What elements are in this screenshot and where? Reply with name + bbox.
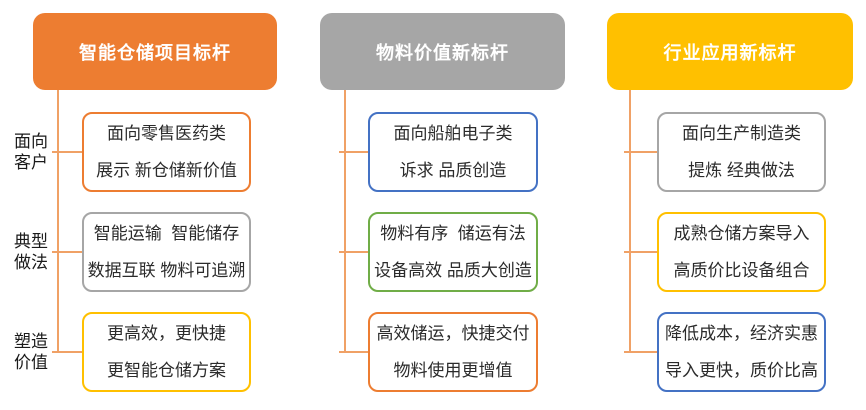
box-text-line: 降低成本，经济实惠 <box>665 324 818 343</box>
box-text-line: 提炼 经典做法 <box>688 161 795 180</box>
connector-branch-col2-row2 <box>339 251 368 253</box>
row-label-value-shaping: 塑造价值 <box>14 332 48 372</box>
box-text-line: 展示 新仓储新价值 <box>96 161 237 180</box>
header-industry-application-benchmark: 行业应用新标杆 <box>607 13 853 90</box>
box-col2-customer-facing: 面向船舶电子类 诉求 品质创造 <box>368 112 538 192</box>
box-text-line: 面向生产制造类 <box>682 124 801 143</box>
connector-vertical-col3 <box>629 89 631 352</box>
box-text-line: 高质价比设备组合 <box>673 261 810 280</box>
connector-branch-col1-row3 <box>52 351 82 353</box>
box-col3-value-shaping: 降低成本，经济实惠 导入更快，质价比高 <box>657 312 826 392</box>
box-text-line: 面向船舶电子类 <box>393 124 513 143</box>
box-text-line: 数据互联 物料可追溯 <box>87 261 246 280</box>
connector-vertical-col2 <box>344 89 346 352</box>
box-text-line: 高效储运，快捷交付 <box>376 324 530 343</box>
connector-branch-col1-row2 <box>52 251 82 253</box>
connector-branch-col2-row1 <box>339 151 368 153</box>
box-text-line: 物料有序 储运有法 <box>380 224 526 243</box>
row-label-customer-facing: 面向客户 <box>14 132 48 172</box>
row-label-typical-practice: 典型做法 <box>14 232 48 272</box>
box-col1-customer-facing: 面向零售医药类 展示 新仓储新价值 <box>82 112 251 192</box>
connector-branch-col1-row1 <box>52 151 82 153</box>
box-text-line: 设备高效 品质大创造 <box>374 261 532 280</box>
header-material-value-benchmark: 物料价值新标杆 <box>320 13 565 90</box>
connector-branch-col2-row3 <box>339 351 368 353</box>
box-col1-value-shaping: 更高效，更快捷 更智能仓储方案 <box>82 312 251 392</box>
box-col3-customer-facing: 面向生产制造类 提炼 经典做法 <box>657 112 826 192</box>
header-title: 物料价值新标杆 <box>376 42 509 63</box>
connector-branch-col3-row1 <box>624 151 657 153</box>
box-col2-typical-practice: 物料有序 储运有法 设备高效 品质大创造 <box>368 212 538 292</box>
box-col3-typical-practice: 成熟仓储方案导入 高质价比设备组合 <box>657 212 826 292</box>
header-smart-warehouse-project-benchmark: 智能仓储项目标杆 <box>33 13 277 90</box>
connector-branch-col3-row2 <box>624 251 657 253</box>
header-title: 智能仓储项目标杆 <box>79 42 231 63</box>
box-text-line: 导入更快，质价比高 <box>665 361 818 380</box>
box-col1-typical-practice: 智能运输 智能储存 数据互联 物料可追溯 <box>82 212 251 292</box>
connector-branch-col3-row3 <box>624 351 657 353</box>
connector-vertical-col1 <box>57 89 59 352</box>
box-text-line: 智能运输 智能储存 <box>93 224 240 243</box>
box-col2-value-shaping: 高效储运，快捷交付 物料使用更增值 <box>368 312 538 392</box>
box-text-line: 诉求 品质创造 <box>399 161 507 180</box>
header-title: 行业应用新标杆 <box>663 42 797 63</box>
box-text-line: 成熟仓储方案导入 <box>673 224 810 243</box>
box-text-line: 更智能仓储方案 <box>107 361 226 380</box>
box-text-line: 面向零售医药类 <box>107 124 226 143</box>
box-text-line: 物料使用更增值 <box>393 361 513 380</box>
box-text-line: 更高效，更快捷 <box>107 324 226 343</box>
